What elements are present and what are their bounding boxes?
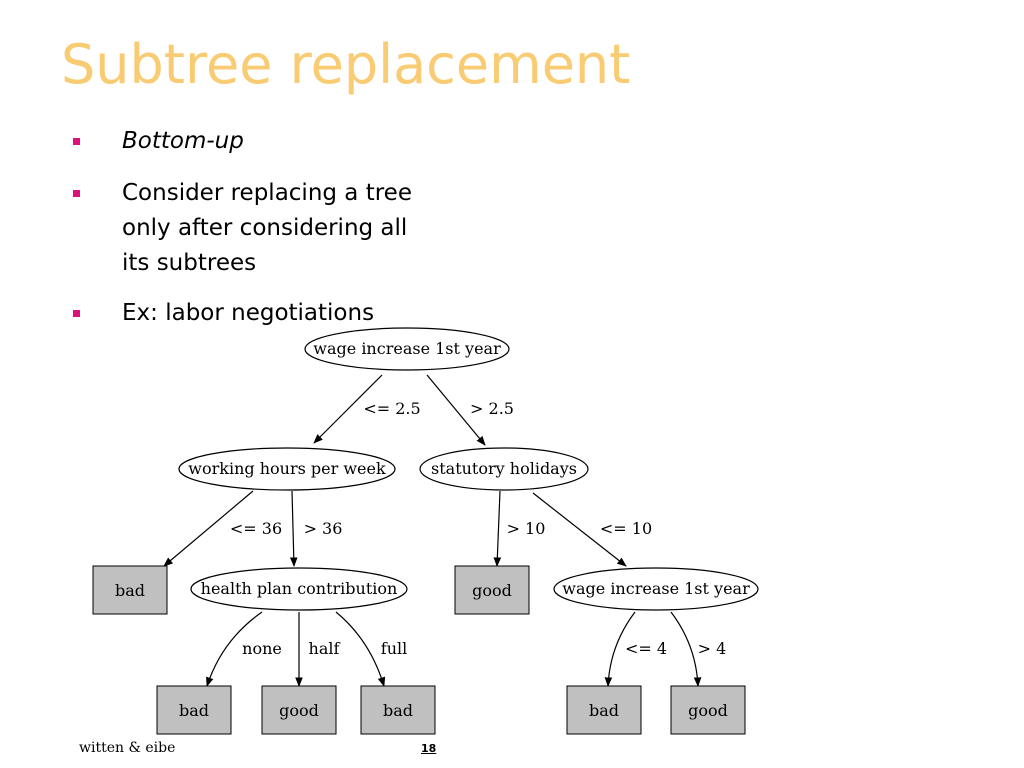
tree-node-label: bad <box>383 701 413 720</box>
decision-ellipse <box>178 447 396 491</box>
slide-title: Subtree replacement <box>61 33 631 96</box>
tree-edge-arrow <box>426 374 486 446</box>
tree-decision-node: wage increase 1st year <box>304 327 510 371</box>
decision-ellipse <box>304 327 510 371</box>
tree-edge-label: none <box>242 639 282 658</box>
tree-leaf-node: bad <box>360 685 436 735</box>
tree-decision-node: statutory holidays <box>419 447 589 491</box>
tree-edge-label: > 10 <box>507 519 546 538</box>
decision-ellipse <box>553 567 759 611</box>
tree-node-label: good <box>279 701 319 720</box>
tree-edge-label: <= 2.5 <box>363 399 420 418</box>
tree-leaf-node: bad <box>566 685 642 735</box>
tree-leaf-node: bad <box>156 685 232 735</box>
tree-edge-arrow <box>163 490 254 567</box>
tree-node-label: bad <box>115 581 145 600</box>
tree-edge-arrow <box>670 611 702 687</box>
tree-node-label: good <box>688 701 728 720</box>
bullet-text-line: only after considering all <box>122 215 408 241</box>
tree-edge-label: <= 36 <box>230 519 282 538</box>
tree-edge-arrow <box>604 611 636 687</box>
tree-edge-arrow <box>335 611 386 687</box>
bullet-text: Bottom-up <box>122 128 244 154</box>
tree-edge-arrow <box>493 490 502 567</box>
tree-edge-label: full <box>381 639 407 658</box>
page-number: 18 <box>421 742 437 755</box>
tree-edges: <= 2.5 > 2.5 <= 36 > 36 > 10 <= 10 none half ful… <box>163 374 727 687</box>
leaf-box <box>92 565 168 615</box>
tree-decision-node: health plan contribution <box>190 567 408 611</box>
tree-node-label: bad <box>179 701 209 720</box>
bullet-text: Consider replacing a tree only after cons… <box>122 176 462 281</box>
tree-edge-label: <= 10 <box>600 519 652 538</box>
tree-edge-arrow <box>532 492 627 567</box>
tree-leaf-node: good <box>454 565 530 615</box>
tree-edge-label: <= 4 <box>625 639 667 658</box>
leaf-box <box>454 565 530 615</box>
leaf-box <box>360 685 436 735</box>
bullet-text-line: its subtrees <box>122 250 257 276</box>
square-bullet-icon <box>73 310 80 317</box>
bullet-text: Ex: labor negotiations <box>122 300 375 326</box>
tree-leaf-node: good <box>670 685 746 735</box>
tree-node-label: bad <box>589 701 619 720</box>
tree-leaf-node: bad <box>92 565 168 615</box>
tree-node-label: wage increase 1st year <box>313 339 501 358</box>
square-bullet-icon <box>73 138 80 145</box>
leaf-box <box>156 685 232 735</box>
leaf-box <box>670 685 746 735</box>
tree-edge-label: > 36 <box>304 519 343 538</box>
tree-nodes: wage increase 1st year working hours per … <box>92 327 759 735</box>
tree-edge-label: > 4 <box>698 639 727 658</box>
tree-node-label: statutory holidays <box>431 459 577 478</box>
tree-node-label: health plan contribution <box>201 579 398 598</box>
tree-edge-label: half <box>309 639 341 658</box>
tree-decision-node: working hours per week <box>178 447 396 491</box>
tree-edge-arrow <box>206 611 263 687</box>
tree-leaf-node: good <box>261 685 337 735</box>
tree-edge-label: > 2.5 <box>470 399 514 418</box>
tree-node-label: wage increase 1st year <box>562 579 750 598</box>
leaf-box <box>261 685 337 735</box>
tree-edge-arrow <box>313 374 383 444</box>
square-bullet-icon <box>73 190 80 197</box>
decision-ellipse <box>190 567 408 611</box>
leaf-box <box>566 685 642 735</box>
bullet-text-line: Consider replacing a tree <box>122 180 412 206</box>
tree-decision-node: wage increase 1st year <box>553 567 759 611</box>
tree-node-label: good <box>472 581 512 600</box>
tree-edge-arrow <box>289 490 298 567</box>
decision-ellipse <box>419 447 589 491</box>
footer-authors: witten & eibe <box>79 740 176 756</box>
tree-node-label: working hours per week <box>188 459 386 478</box>
